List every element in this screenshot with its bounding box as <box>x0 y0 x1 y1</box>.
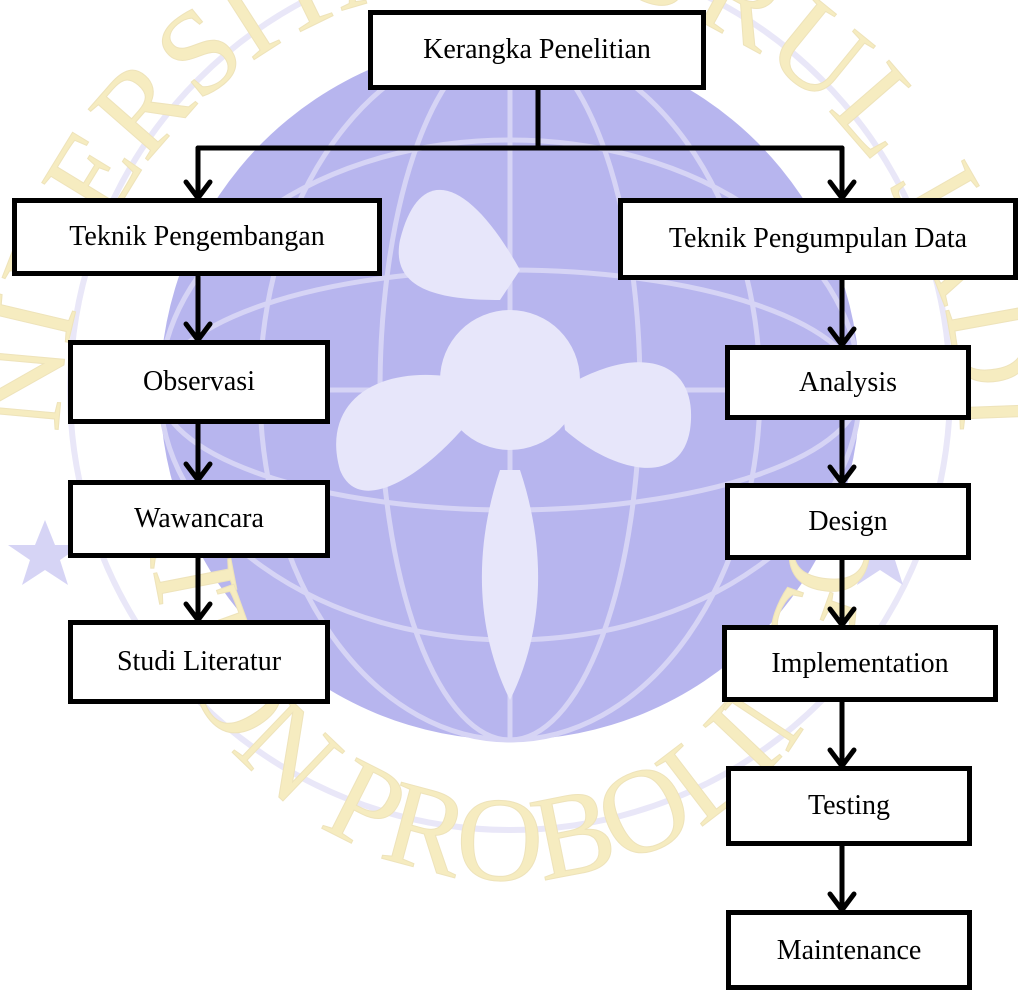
left-step-label: Wawancara <box>134 503 264 534</box>
right-step-label: Analysis <box>799 366 897 398</box>
right-step-label: Implementation <box>771 647 949 679</box>
root-box-kerangka-penelitian: Kerangka Penelitian <box>368 10 706 90</box>
root-label: Kerangka Penelitian <box>423 34 651 65</box>
left-branch-title: Teknik Pengembangan <box>69 221 325 252</box>
right-branch-title-box: Teknik Pengumpulan Data <box>618 198 1018 280</box>
right-step-box: Maintenance <box>726 910 972 990</box>
right-step-label: Maintenance <box>776 935 922 966</box>
right-step-box: Testing <box>726 766 972 846</box>
left-step-box: Wawancara <box>68 480 330 558</box>
right-step-box: Design <box>725 483 971 560</box>
left-step-box: Observasi <box>68 340 330 424</box>
right-step-label: Design <box>808 505 888 537</box>
left-step-label: Studi Literatur <box>116 646 282 677</box>
logo-petals <box>336 189 692 700</box>
right-step-box: Implementation <box>722 625 998 702</box>
right-branch-title: Teknik Pengumpulan Data <box>668 223 968 254</box>
right-step-box: Analysis <box>725 345 971 420</box>
left-branch-title-box: Teknik Pengembangan <box>12 198 382 276</box>
left-step-box: Studi Literatur <box>68 620 330 704</box>
left-step-label: Observasi <box>143 366 255 397</box>
right-step-label: Testing <box>807 790 891 821</box>
